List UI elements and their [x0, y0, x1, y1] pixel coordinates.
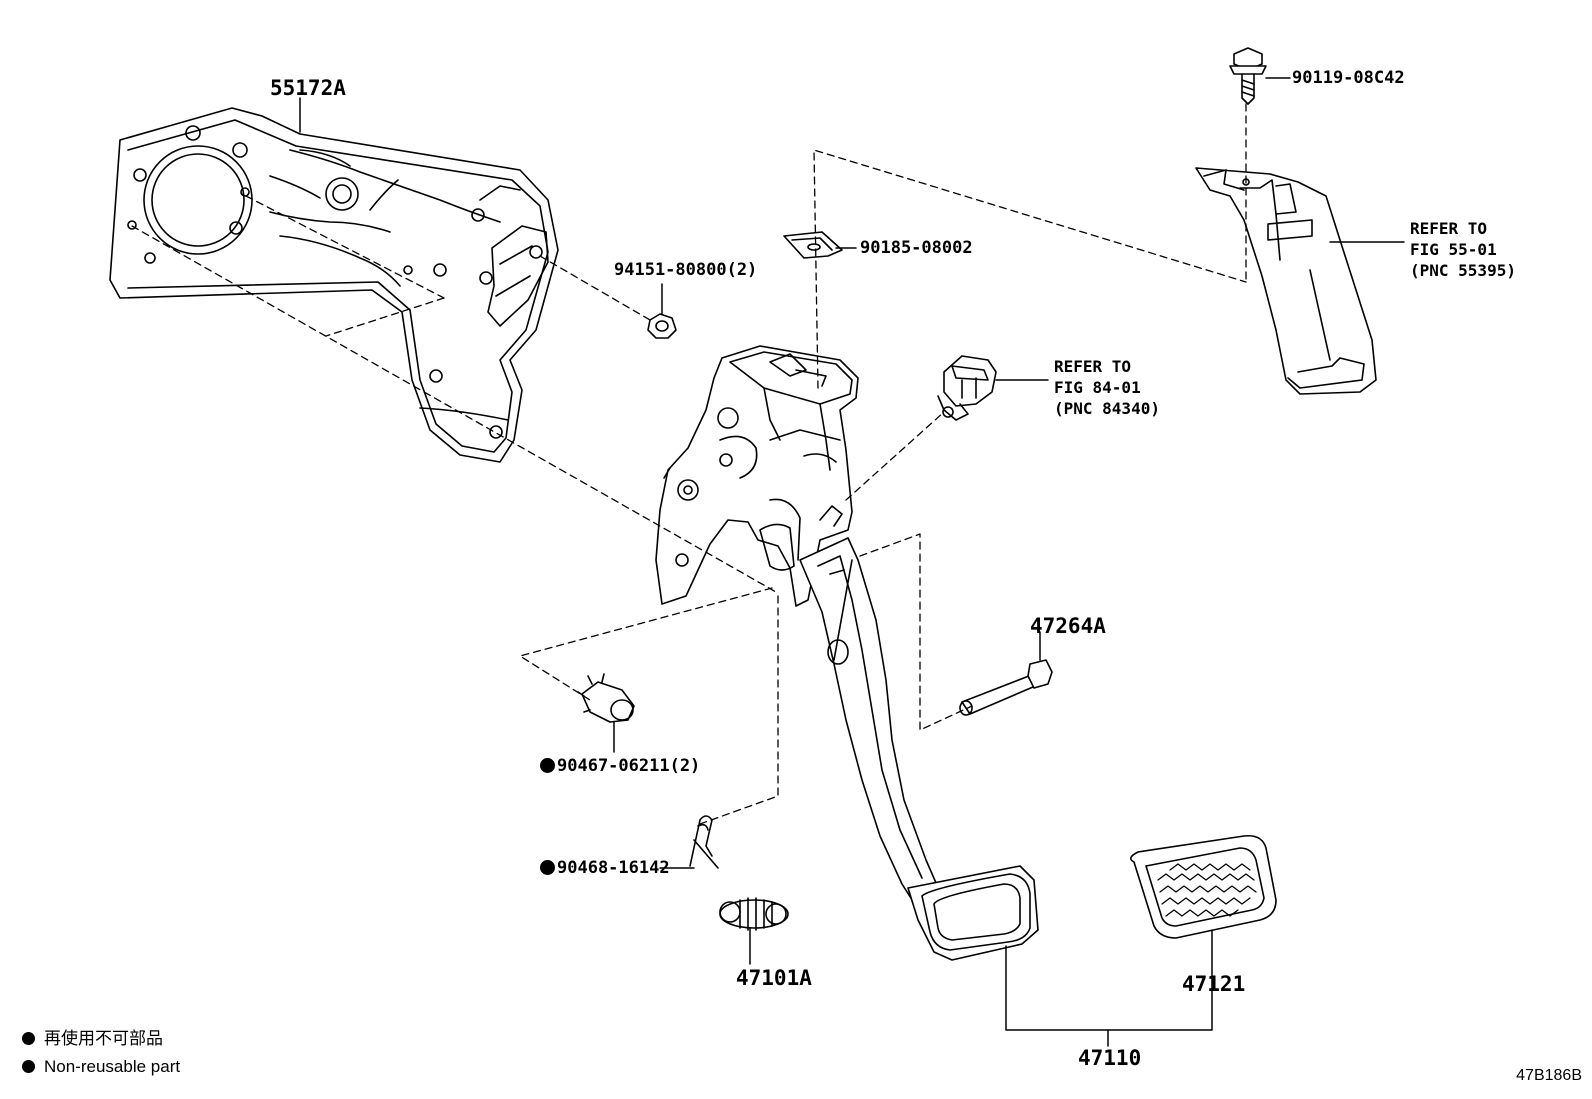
legend-en-text: Non-reusable part: [44, 1057, 181, 1076]
reference-fig-84-01[interactable]: REFER TO FIG 84-01 (PNC 84340): [1054, 356, 1160, 419]
filled-circle-icon: [22, 1060, 35, 1073]
ref-55-line2: FIG 55-01: [1410, 240, 1497, 259]
bolt-90119[interactable]: [1229, 47, 1267, 105]
clip-nut-90185[interactable]: [783, 231, 843, 259]
spring-47101A[interactable]: [719, 897, 789, 931]
label-47110[interactable]: 47110: [1078, 1046, 1142, 1070]
alignment-lines: [131, 103, 1247, 825]
stop-lamp-switch[interactable]: [937, 355, 997, 421]
pedal-pad[interactable]: [1130, 834, 1277, 939]
nut-94151[interactable]: [647, 313, 677, 339]
label-90468-text: 90468-16142: [557, 858, 670, 878]
brake-pedal-arm[interactable]: [799, 537, 1039, 961]
side-bracket[interactable]: [1195, 167, 1377, 395]
label-47121[interactable]: 47121: [1182, 972, 1246, 996]
clip-90468[interactable]: [689, 815, 719, 869]
reference-fig-55-01[interactable]: REFER TO FIG 55-01 (PNC 55395): [1410, 218, 1516, 281]
label-90467-text: 90467-06211(2): [557, 756, 701, 776]
label-55172A[interactable]: 55172A: [270, 76, 346, 100]
ref-55-line3: (PNC 55395): [1410, 261, 1516, 280]
label-90467-06211[interactable]: 90467-06211(2): [540, 758, 700, 775]
label-90119-08C42[interactable]: 90119-08C42: [1292, 68, 1405, 88]
filled-circle-icon: [22, 1032, 35, 1045]
leader-lines: [299, 77, 1405, 1047]
non-reusable-icon: [540, 758, 555, 773]
ref-84-line2: FIG 84-01: [1054, 378, 1141, 397]
label-90185-08002[interactable]: 90185-08002: [860, 238, 973, 258]
legend-english: Non-reusable part: [22, 1058, 180, 1075]
non-reusable-icon: [540, 860, 555, 875]
ref-84-line1: REFER TO: [1054, 357, 1132, 376]
label-47101A[interactable]: 47101A: [736, 966, 812, 990]
label-94151-80800[interactable]: 94151-80800(2): [614, 260, 758, 280]
diagram-code: 47B186B: [1516, 1067, 1582, 1084]
legend-japanese: 再使用不可部品: [22, 1030, 163, 1047]
pin-47264A[interactable]: [959, 659, 1053, 716]
bushing-90467[interactable]: [577, 673, 635, 723]
label-90468-16142[interactable]: 90468-16142: [540, 860, 670, 877]
label-47264A[interactable]: 47264A: [1030, 614, 1106, 638]
ref-55-line1: REFER TO: [1410, 219, 1488, 238]
bracket-55172A[interactable]: [109, 107, 559, 463]
legend-jp-text: 再使用不可部品: [44, 1029, 163, 1048]
pedal-support-bracket[interactable]: [655, 345, 859, 607]
ref-84-line3: (PNC 84340): [1054, 399, 1160, 418]
